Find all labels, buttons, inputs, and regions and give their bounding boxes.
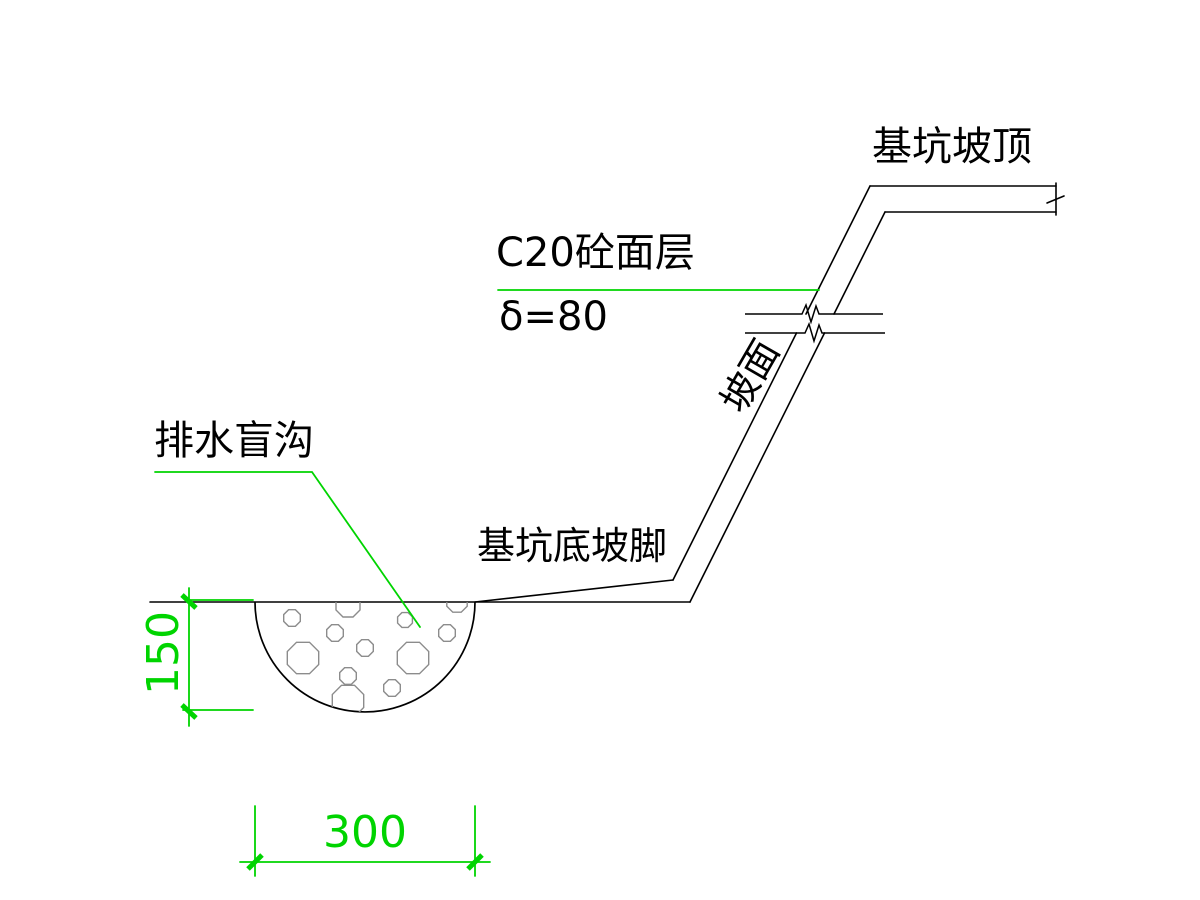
c20-surface-layer-label: C20砼面层 <box>496 230 695 276</box>
toe-surface-line <box>474 579 674 603</box>
gravel-stone <box>396 611 414 629</box>
blind-drain-section <box>254 601 476 713</box>
annotation-lines <box>154 289 820 877</box>
pit-bottom-toe-label: 基坑底坡脚 <box>477 524 668 568</box>
gravel-stone <box>356 639 374 657</box>
dim150-tick-bottom <box>180 703 198 720</box>
drain-arc <box>254 601 476 713</box>
gravel-stone <box>286 641 320 675</box>
gravel-stone <box>446 602 468 613</box>
pit-slope-top-label: 基坑坡顶 <box>872 124 1032 170</box>
dim150-tick-top <box>180 593 198 610</box>
slope-face-upper-line <box>672 185 871 581</box>
blind-drain-label: 排水盲沟 <box>154 418 314 464</box>
dim300-tick-right <box>466 853 484 871</box>
slope-face-lower-line <box>689 211 886 603</box>
gravel-stone <box>335 602 361 618</box>
drain-leader-line <box>154 471 421 628</box>
dim300-tick-left <box>246 853 264 871</box>
break-line-upper <box>745 302 883 325</box>
gravel-stone <box>339 667 357 685</box>
break-line-lower <box>745 321 885 344</box>
surface-thickness-label: δ=80 <box>499 294 608 340</box>
gravel-stone <box>438 624 456 642</box>
section-outline <box>149 182 1065 603</box>
pit-top-end-tick <box>1046 195 1065 204</box>
break-symbol <box>745 302 885 344</box>
dimension-ticks <box>180 593 484 871</box>
drain-width-dimension: 300 <box>323 807 407 858</box>
gravel-stone <box>326 624 344 642</box>
gravel-stones <box>283 602 468 712</box>
gravel-stone <box>331 684 365 712</box>
gravel-stone <box>283 609 301 627</box>
gravel-stone <box>396 641 430 675</box>
drain-depth-dimension: 150 <box>138 611 189 695</box>
gravel-stone <box>383 679 401 697</box>
